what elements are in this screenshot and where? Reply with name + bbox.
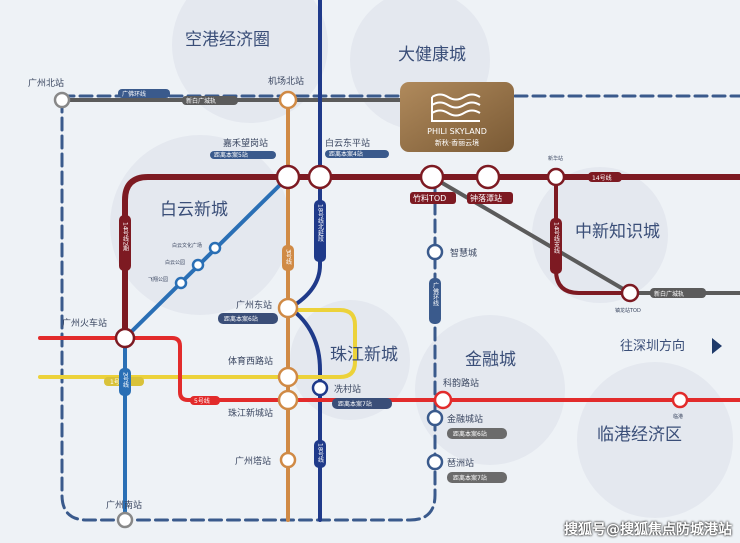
region-label: 临港经济区 (597, 425, 682, 445)
logo-text: PHILI SKYLAND (427, 127, 487, 136)
station-gz-north[interactable]: 广州北站 (28, 77, 64, 89)
station-pazhou[interactable]: 琶洲站 (447, 457, 474, 469)
station-zhujiang-newtown[interactable]: 珠江新城站 (228, 407, 273, 419)
distance-note: 距离本案4站 (329, 150, 363, 158)
arrow-right-icon (712, 338, 722, 354)
station-feixiang[interactable]: 飞翔公园 (148, 276, 168, 283)
station-jinrongcheng[interactable]: 金融城站 (447, 413, 483, 425)
line-label: 广佛环线 (432, 281, 439, 306)
station-zhongluotan[interactable]: 钟落潭站 (470, 193, 502, 203)
line-label: 18号线北延段 (317, 204, 324, 243)
line-label: 1号线 (110, 378, 126, 386)
station-baiyun-park[interactable]: 白云公园 (165, 259, 185, 266)
watermark: 搜狐号@搜狐焦点防城港站 (564, 522, 732, 538)
station-airport-north[interactable]: 机场北站 (268, 75, 304, 87)
line-label: 5号线 (194, 397, 210, 405)
station-jiahe[interactable]: 嘉禾望岗站 (223, 137, 268, 149)
distance-note: 距离本案6站 (453, 430, 487, 438)
distance-note: 距离本案7站 (338, 400, 372, 408)
line-label: 新白广城轨 (186, 97, 216, 105)
station-baiyun-dongping[interactable]: 白云东平站 (325, 137, 370, 149)
loop-line-south (60, 98, 437, 522)
station-tiyu-xilu[interactable]: 体育西路站 (228, 355, 273, 367)
distance-note: 距离本案6站 (224, 315, 258, 323)
direction-label: 往深圳方向 (620, 338, 685, 354)
line-label: 3号线 (285, 249, 292, 265)
station-lingang[interactable]: 临港 (673, 413, 683, 420)
line-label: 14号线 (592, 174, 612, 182)
region-label: 白云新城 (160, 200, 228, 220)
station-zhuliao-tod[interactable]: 竹料TOD (413, 193, 446, 203)
line-label: 14号线2期 (122, 222, 129, 253)
region-label: 空港经济圈 (185, 30, 270, 50)
distance-note: 距离本案5站 (214, 151, 248, 159)
line-5 (38, 336, 740, 402)
phili-skyland-logo: PHILI SKYLAND 新秋·香丽云境 (400, 82, 514, 152)
station-baiyun-culture[interactable]: 白云文化广场 (172, 242, 202, 249)
station-gz-railway[interactable]: 广州火车站 (62, 317, 107, 329)
station-gz-south[interactable]: 广州南站 (106, 499, 142, 511)
station-zhihuicheng[interactable]: 智慧城 (450, 247, 477, 259)
line-label: 广佛环线 (122, 90, 146, 98)
region-label: 中新知识城 (575, 222, 660, 242)
station-labels: 广州北站 机场北站 嘉禾望岗站 距离本案5站 白云东平站 距离本案4站 竹料TO… (28, 75, 683, 511)
line-label: 14号线支线 (553, 222, 560, 254)
station-markers (53, 90, 689, 529)
station-xiancun[interactable]: 冼村站 (334, 383, 361, 395)
station-gz-east[interactable]: 广州东站 (236, 299, 272, 311)
station-xinhua[interactable]: 新华站 (548, 155, 563, 162)
line-1 (38, 308, 357, 379)
line-labels: 广佛环线 新白广城轨 14号线 新白广城轨 1号线 5号线 14号线2期 14号… (104, 89, 706, 468)
line-label: 2号线 (122, 372, 129, 388)
station-zhenlong-tod[interactable]: 镇龙站TOD (615, 307, 641, 314)
station-keyun[interactable]: 科韵路站 (443, 377, 479, 389)
region-label: 金融城 (465, 350, 516, 370)
region-label: 珠江新城 (330, 345, 398, 365)
distance-note: 距离本案7站 (453, 474, 487, 482)
line-label: 18号线 (317, 443, 324, 463)
line-label: 新白广城轨 (654, 290, 684, 298)
region-label: 大健康城 (398, 45, 466, 65)
station-canton-tower[interactable]: 广州塔站 (235, 455, 271, 467)
line-14 (122, 174, 740, 341)
logo-text-cn: 新秋·香丽云境 (435, 138, 479, 147)
